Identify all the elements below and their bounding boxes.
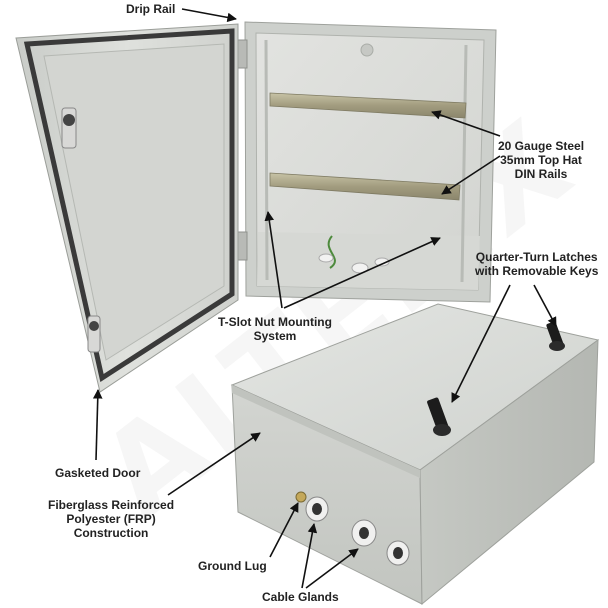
cable-gland-3 xyxy=(386,540,410,566)
label-quarter-turn-line1: Quarter-Turn Latches xyxy=(475,250,598,264)
label-din-rails-line3: DIN Rails xyxy=(514,167,568,181)
cable-gland-1 xyxy=(305,496,329,522)
open-cabinet xyxy=(237,21,497,303)
arrow-gland-2 xyxy=(305,548,359,589)
arrow-frp xyxy=(167,432,261,496)
latch-right xyxy=(546,321,565,351)
label-din-rails-line2: 35mm Top Hat xyxy=(500,153,582,167)
arrow-gasketed-door xyxy=(92,389,103,461)
label-din-rails-line1: 20 Gauge Steel xyxy=(498,139,585,153)
arrow-drip-rail xyxy=(181,8,237,23)
door-latch-lower xyxy=(87,315,101,353)
arrow-latch-left xyxy=(451,284,511,403)
label-tslot-line2: System xyxy=(253,329,297,343)
ground-lug xyxy=(295,491,307,503)
arrow-tslot-left xyxy=(264,211,283,309)
label-din-rails: 20 Gauge Steel 35mm Top Hat DIN Rails xyxy=(498,139,584,181)
label-tslot-system: T-Slot Nut Mounting System xyxy=(218,315,332,343)
label-quarter-turn-latches: Quarter-Turn Latches with Removable Keys xyxy=(475,250,598,278)
arrow-tslot-right xyxy=(283,237,441,309)
arrow-gland-1 xyxy=(301,523,318,589)
cable-gland-2 xyxy=(351,519,377,547)
latch-left xyxy=(427,397,451,436)
arrow-din-rail-lower xyxy=(441,155,501,195)
label-frp-line3: Construction xyxy=(73,526,149,540)
arrow-din-rail-upper xyxy=(431,110,501,137)
arrow-latch-right xyxy=(533,284,557,327)
label-tslot-line1: T-Slot Nut Mounting xyxy=(218,315,332,329)
label-frp-line2: Polyester (FRP) xyxy=(66,512,156,526)
label-ground-lug: Ground Lug xyxy=(198,559,267,573)
label-frp-construction: Fiberglass Reinforced Polyester (FRP) Co… xyxy=(48,498,174,540)
label-gasketed-door: Gasketed Door xyxy=(55,466,141,480)
label-frp-line1: Fiberglass Reinforced xyxy=(48,498,175,512)
closed-enclosure xyxy=(230,303,600,606)
door-latch-upper xyxy=(61,107,77,149)
arrow-ground-lug xyxy=(269,502,299,558)
din-rail-upper xyxy=(269,92,467,119)
label-cable-glands: Cable Glands xyxy=(262,590,339,604)
open-door xyxy=(15,23,239,393)
callout-arrows xyxy=(92,8,557,589)
din-rail-lower xyxy=(269,172,461,201)
label-drip-rail: Drip Rail xyxy=(126,2,176,16)
label-quarter-turn-line2: with Removable Keys xyxy=(475,264,599,278)
